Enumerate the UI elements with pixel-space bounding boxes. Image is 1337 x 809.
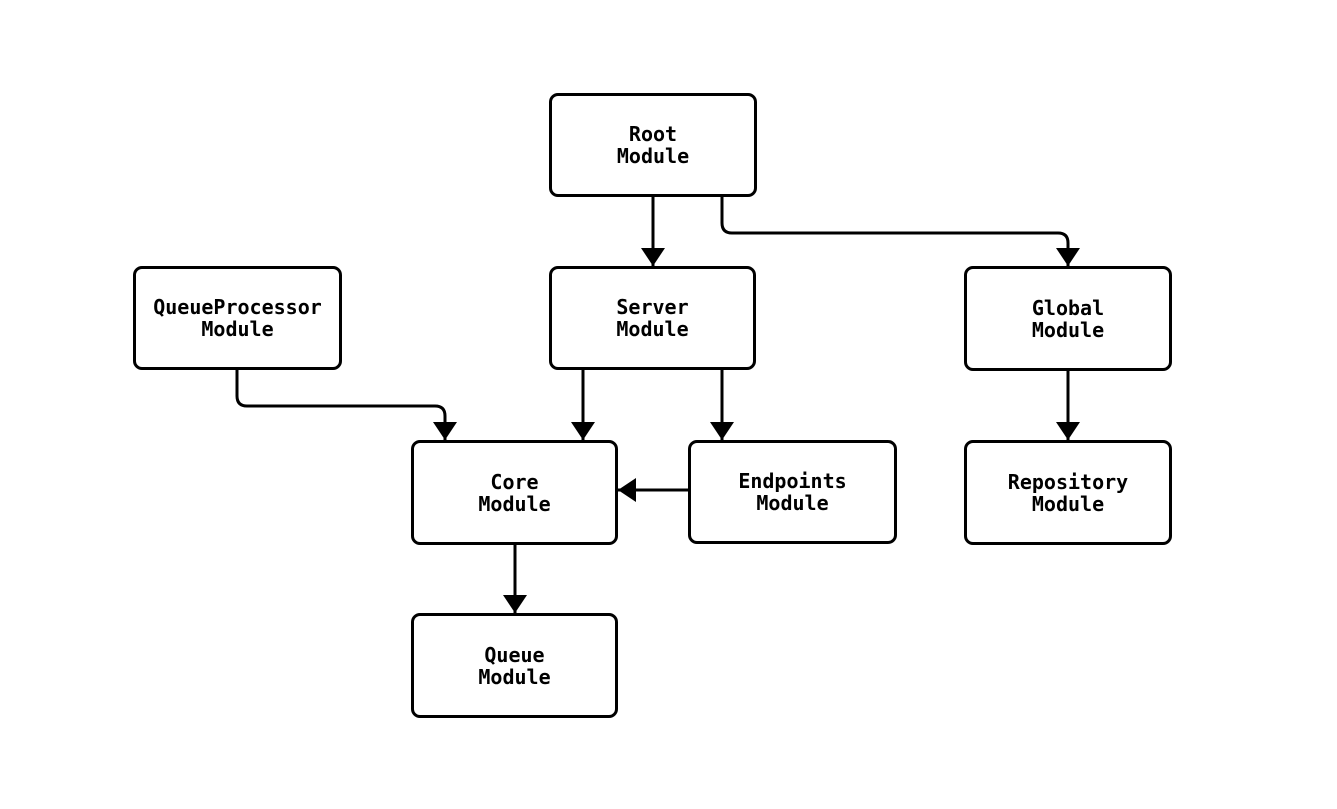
node-label-line2: Module: [201, 317, 274, 341]
node-label-line2: Module: [616, 317, 689, 341]
node-label-line1: Server: [616, 295, 689, 319]
node-label-line2: Module: [1031, 491, 1105, 516]
node-label-line1: Core: [490, 469, 539, 494]
node-label-line1: Endpoints: [738, 469, 847, 493]
node-label-line1: QueueProcessor: [153, 295, 322, 319]
node-label-line1: Repository: [1007, 469, 1129, 494]
node-label-line2: Module: [478, 664, 551, 689]
node-label-line1: Queue: [484, 642, 545, 667]
node-label-line2: Module: [1031, 317, 1105, 342]
node-label-line2: Module: [756, 491, 829, 515]
node-label-line1: Root: [628, 122, 678, 146]
node-label-line1: Global: [1031, 295, 1105, 320]
node-label-line2: Module: [478, 491, 551, 516]
node-label-line2: Module: [616, 144, 690, 168]
